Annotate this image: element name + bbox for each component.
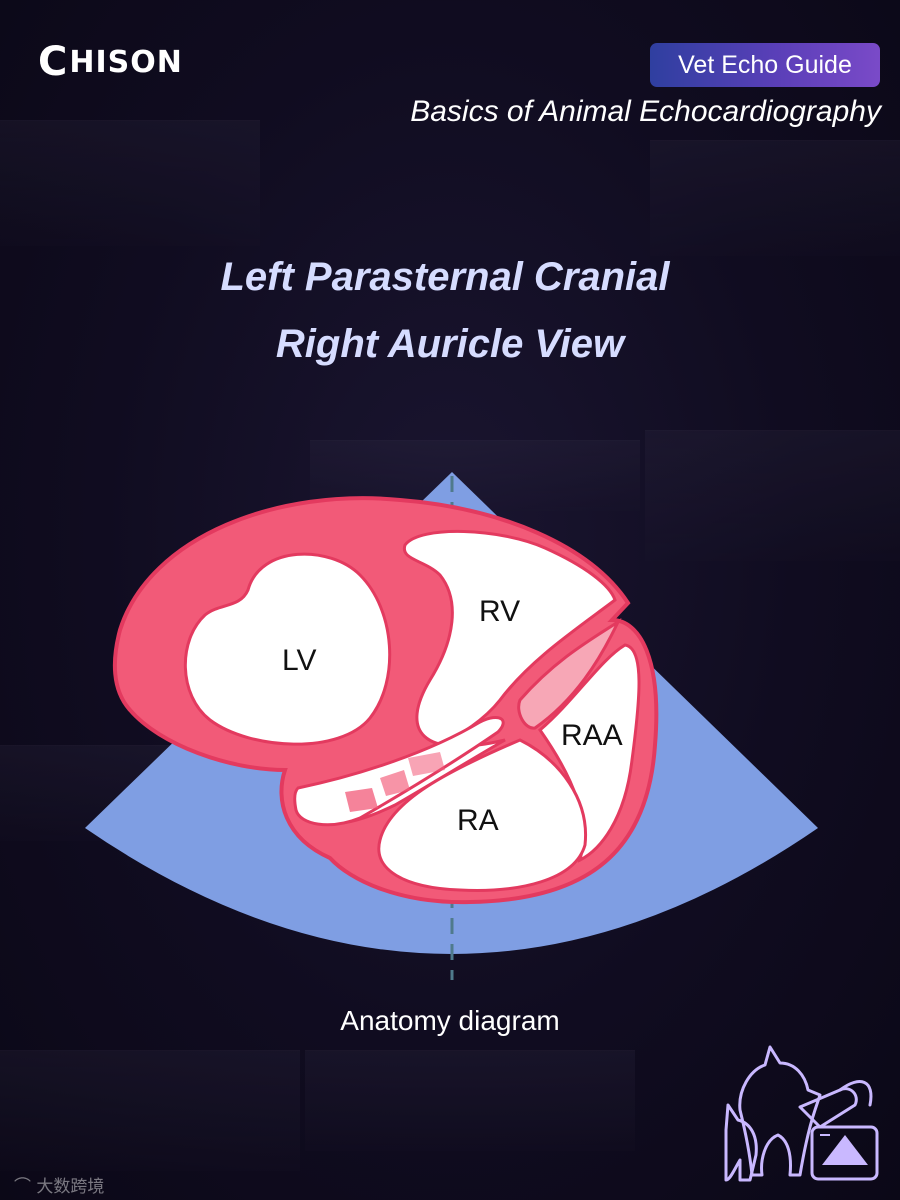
label-rv: RV (479, 595, 520, 628)
lv-chamber (183, 552, 392, 746)
bg-panel (0, 1050, 300, 1171)
label-raa: RAA (561, 719, 623, 752)
subtitle: Basics of Animal Echocardiography (410, 95, 881, 128)
valve-mark (380, 770, 410, 796)
watermark: ⌒ 大数跨境 (14, 1172, 104, 1197)
vet-echo-guide-badge: Vet Echo Guide (650, 43, 880, 87)
diagram-caption: Anatomy diagram (340, 1005, 560, 1036)
bg-panel (650, 140, 900, 256)
valve-mark (408, 752, 445, 776)
bg-panel (305, 1050, 635, 1151)
bg-panel (645, 430, 900, 561)
logo-text: HISON (69, 44, 183, 80)
watermark-icon: ⌒ (14, 1177, 31, 1197)
ra-chamber (377, 738, 588, 892)
chison-logo: C HISON (38, 39, 183, 85)
logo-initial: C (38, 39, 69, 85)
valve-mark (345, 788, 378, 812)
label-lv: LV (282, 644, 316, 677)
badge-label: Vet Echo Guide (678, 50, 852, 79)
page-title-line1: Left Parasternal Cranial (220, 255, 670, 299)
label-ra: RA (457, 804, 499, 837)
page-title-line2: Right Auricle View (275, 322, 625, 366)
bg-panel (0, 120, 260, 246)
dog-cat-probe-icon (724, 1045, 879, 1182)
watermark-text: 大数跨境 (36, 1177, 105, 1197)
raa-junction (517, 617, 622, 730)
